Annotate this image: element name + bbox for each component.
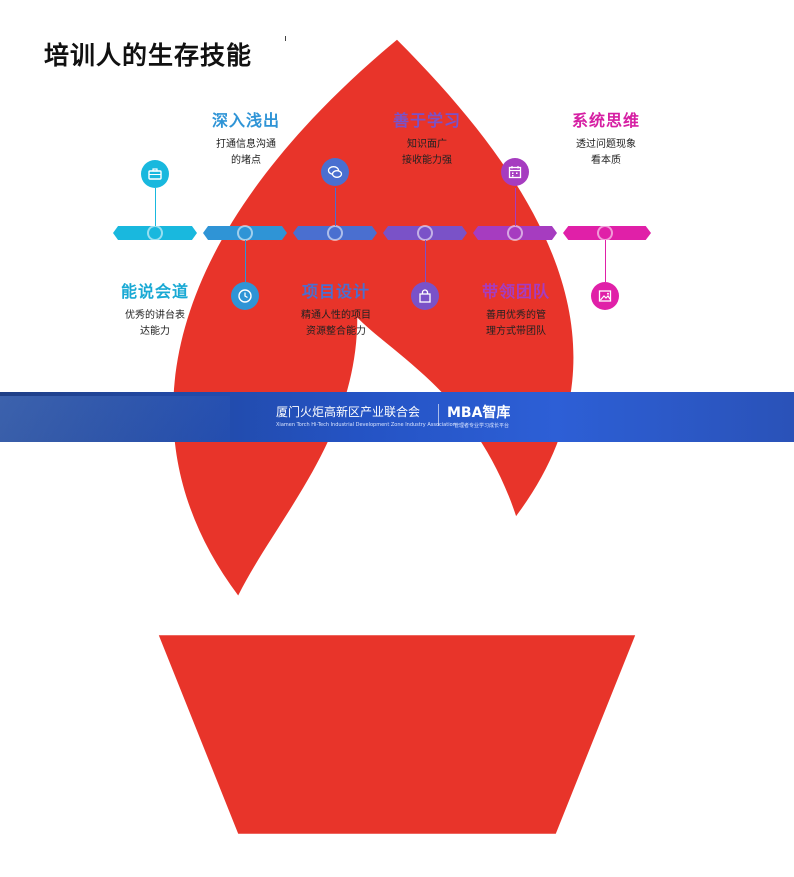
item-4-heading: 善于学习: [392, 111, 462, 130]
connector-6: [605, 240, 606, 282]
footer-brand: MBA智库: [447, 405, 511, 421]
footer-separator: [438, 404, 439, 426]
briefcase-icon: [141, 160, 169, 188]
footer-decoration: [0, 396, 230, 442]
item-5-heading: 带领团队: [481, 282, 551, 301]
timeline-node-2: [239, 227, 251, 239]
footer-brand-tagline: 管理者专业学习成长平台: [454, 423, 510, 429]
cursor-mark: [285, 36, 286, 41]
item-5-desc-line1: 善用优秀的管: [486, 310, 546, 321]
item-4-desc-line1: 知识面广: [407, 139, 447, 150]
timeline-node-5: [509, 227, 521, 239]
connector-3: [335, 188, 336, 226]
item-5-desc-line2: 理方式带团队: [486, 326, 546, 337]
image-icon: [591, 282, 619, 310]
item-6-desc-line2: 看本质: [591, 155, 621, 166]
page-title: 培训人的生存技能: [44, 41, 253, 70]
connector-4: [425, 240, 426, 282]
item-6-heading: 系统思维: [571, 111, 641, 130]
timeline: 能说会道 优秀的讲台表 达能力 深入浅出 打通信息沟通 的堵点 项目设计 精通人…: [0, 0, 794, 392]
connector-2: [245, 240, 246, 282]
timeline-node-4: [419, 227, 431, 239]
chat-bubbles-icon: [321, 158, 349, 186]
item-6-desc-line1: 透过问题现象: [576, 139, 636, 150]
connector-5: [515, 188, 516, 226]
timeline-node-6: [599, 227, 611, 239]
item-1-desc-line2: 达能力: [140, 326, 170, 337]
connector-1: [155, 188, 156, 226]
footer-org-english: Xiamen Torch Hi-Tech Industrial Developm…: [276, 422, 456, 428]
item-3-desc-line1: 精通人性的项目: [301, 310, 371, 321]
item-2-desc-line2: 的堵点: [231, 155, 261, 166]
clock-icon: [231, 282, 259, 310]
item-3-desc-line2: 资源整合能力: [306, 326, 366, 337]
item-2-heading: 深入浅出: [211, 111, 281, 130]
item-1-heading: 能说会道: [120, 282, 190, 301]
item-1-desc-line1: 优秀的讲台表: [125, 310, 185, 321]
timeline-node-3: [329, 227, 341, 239]
timeline-node-1: [149, 227, 161, 239]
item-3-heading: 项目设计: [301, 282, 371, 301]
item-2-desc-line1: 打通信息沟通: [216, 139, 276, 150]
calendar-icon: [501, 158, 529, 186]
shopping-bag-icon: [411, 282, 439, 310]
footer-banner: [0, 392, 794, 442]
item-4-desc-line2: 接收能力强: [402, 155, 452, 166]
footer-org-name: 厦门火炬高新区产业联合会: [276, 405, 421, 419]
